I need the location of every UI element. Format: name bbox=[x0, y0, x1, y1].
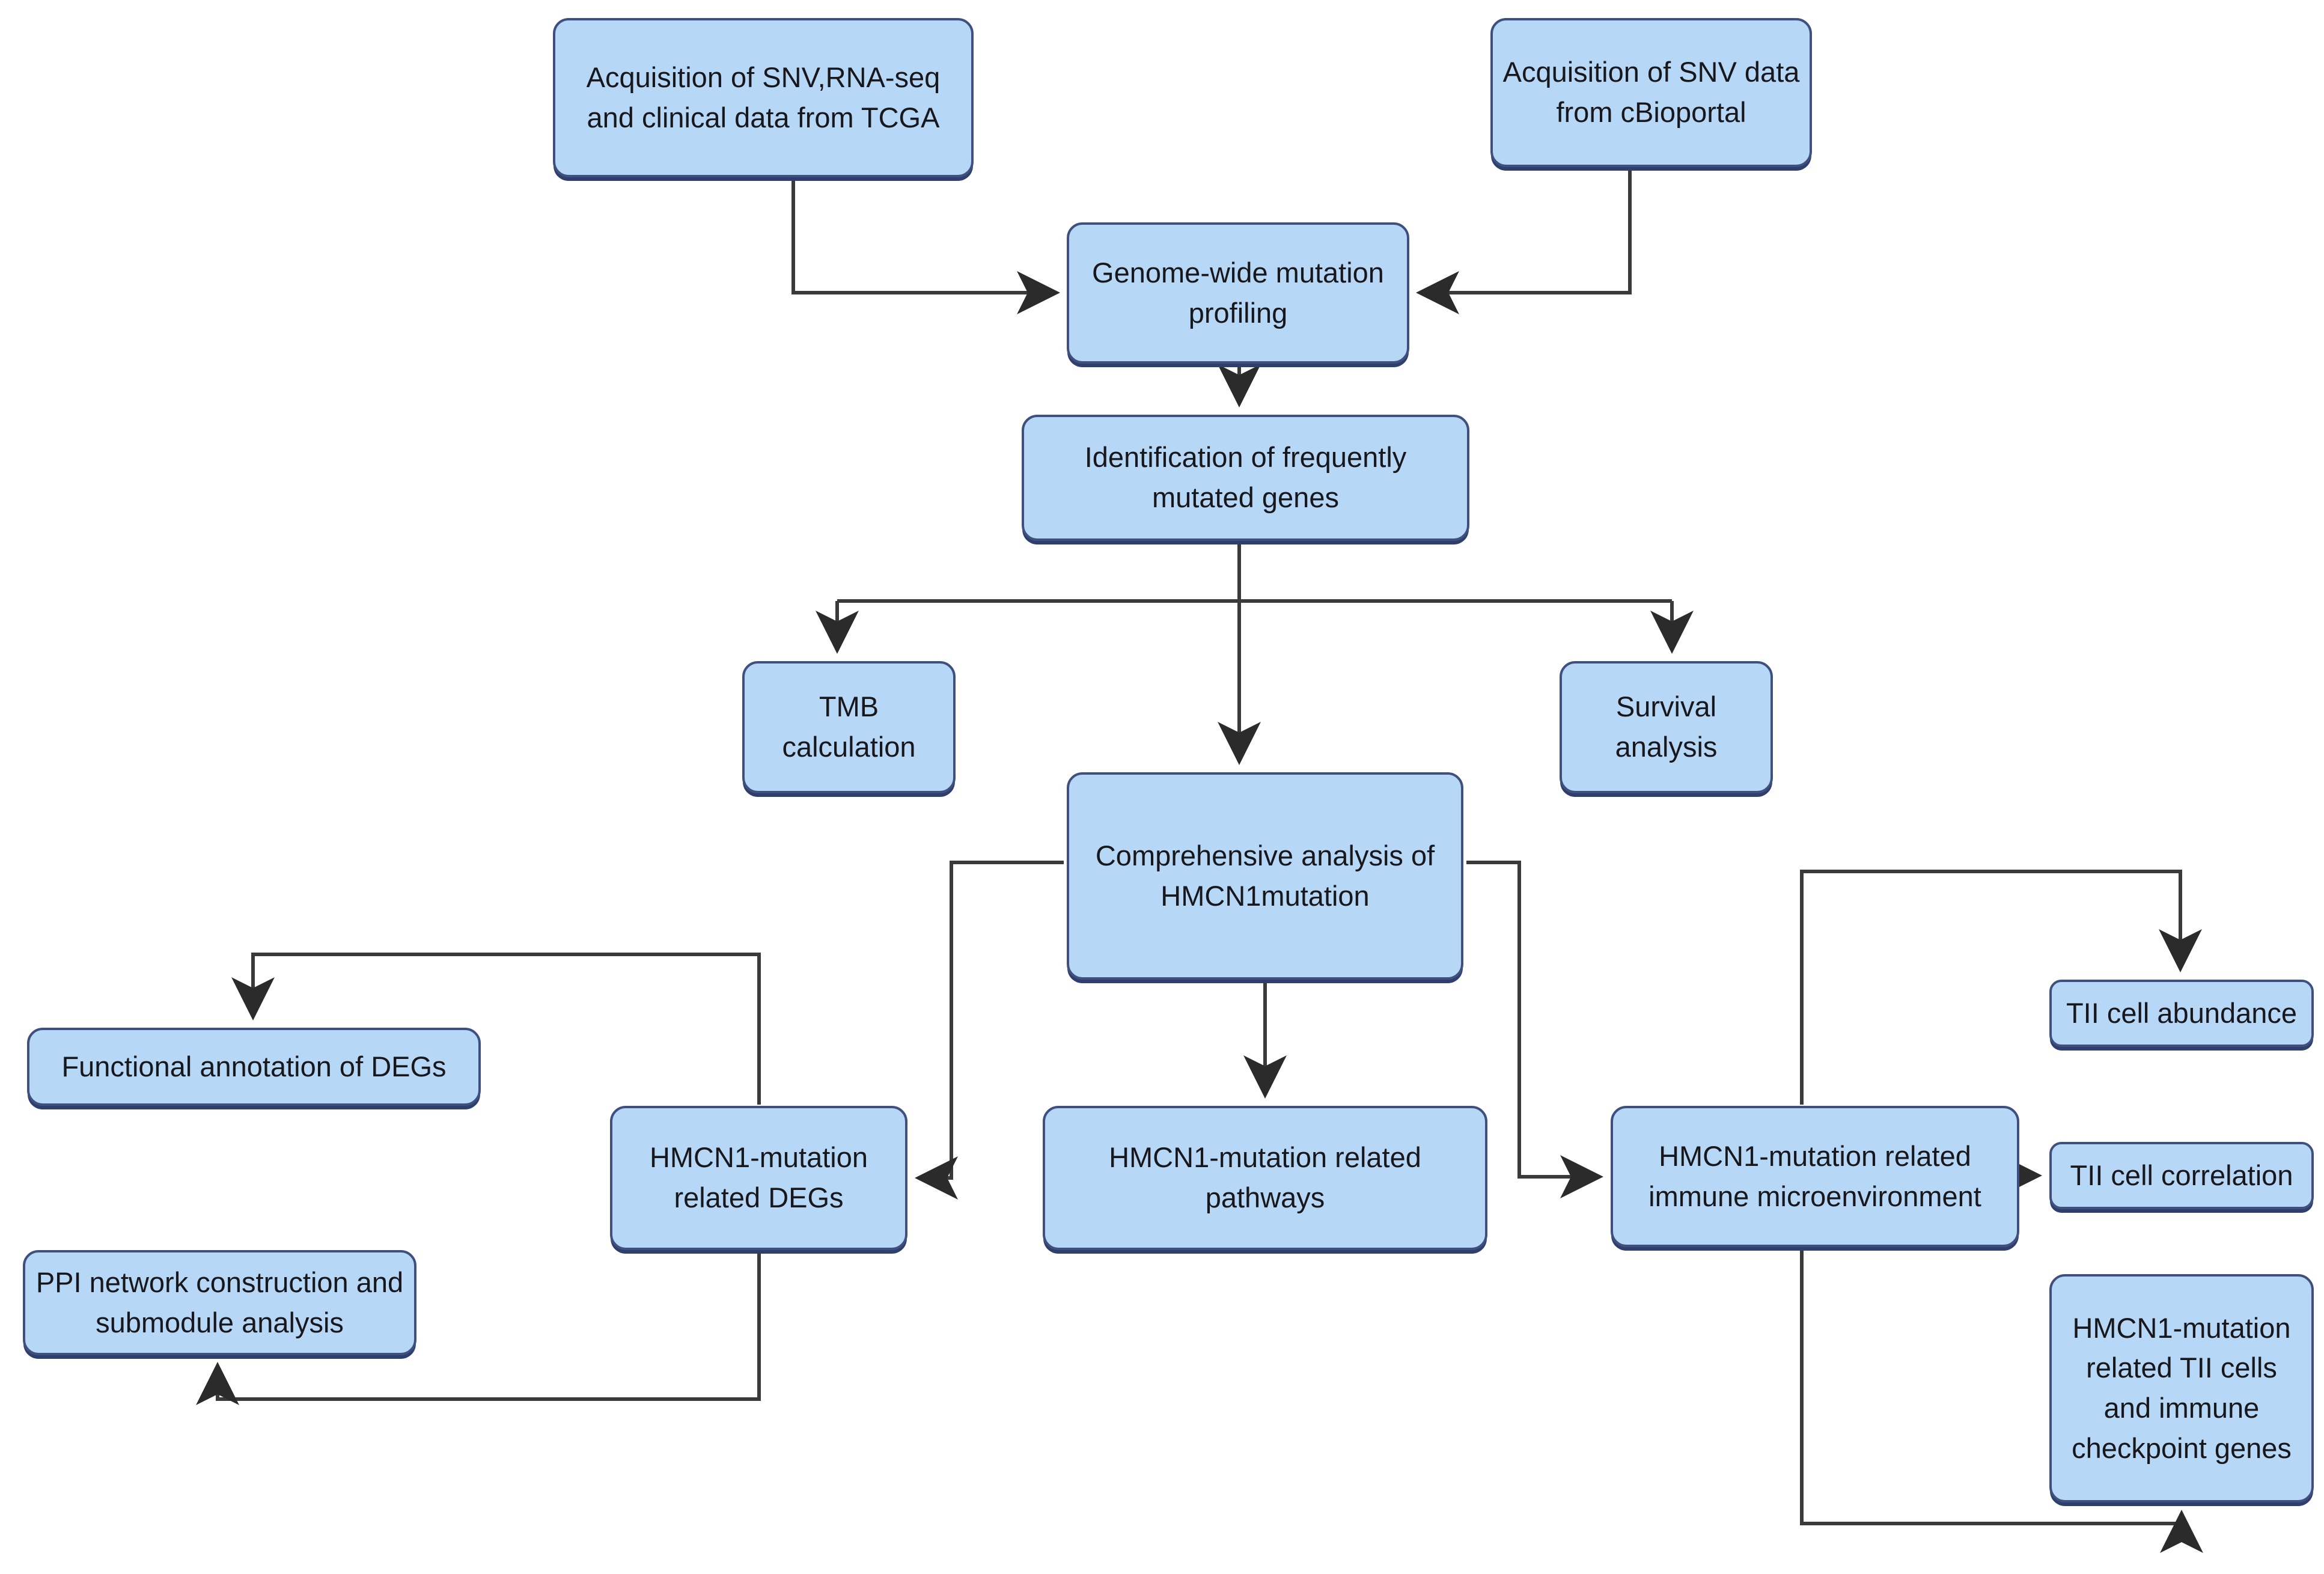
node-label: Functional annotation of DEGs bbox=[61, 1050, 447, 1082]
node-identification-frequently-mutated-genes[interactable]: Identification of frequently mutated gen… bbox=[1022, 415, 1469, 541]
node-functional-annotation-degs[interactable]: Functional annotation of DEGs bbox=[27, 1028, 481, 1106]
node-hmcn1-mutation-related-tii-cells-checkpoint-genes[interactable]: HMCN1-mutation related TII cells and imm… bbox=[2049, 1274, 2314, 1502]
edge-degs-to-funcannot bbox=[231, 953, 761, 1105]
edge-tcga-to-profiling bbox=[791, 178, 1060, 314]
node-label: Survival analysis bbox=[1615, 691, 1718, 763]
node-genome-wide-mutation-profiling[interactable]: Genome-wide mutation profiling bbox=[1067, 222, 1409, 364]
node-label: Comprehensive analysis of HMCN1mutation bbox=[1095, 839, 1435, 912]
node-survival-analysis[interactable]: Survival analysis bbox=[1560, 661, 1773, 793]
node-label: Identification of frequently mutated gen… bbox=[1084, 441, 1407, 513]
node-label: HMCN1-mutation related TII cells and imm… bbox=[2072, 1311, 2292, 1464]
node-label: Acquisition of SNV data from cBioportal bbox=[1502, 56, 1800, 128]
node-label: PPI network construction and submodule a… bbox=[35, 1266, 404, 1338]
edge-immune-to-checkpoint bbox=[1800, 1249, 2203, 1553]
node-hmcn1-mutation-related-pathways[interactable]: HMCN1-mutation related pathways bbox=[1043, 1106, 1487, 1250]
node-label: TII cell abundance bbox=[2066, 996, 2298, 1029]
node-comprehensive-analysis-hmcn1-mutation[interactable]: Comprehensive analysis of HMCN1mutation bbox=[1067, 772, 1463, 980]
node-ppi-network-construction[interactable]: PPI network construction and submodule a… bbox=[23, 1250, 416, 1355]
edge-degs-to-ppi bbox=[196, 1251, 761, 1405]
edge-cbioportal-to-profiling bbox=[1416, 168, 1632, 314]
edge-comprehensive-to-immune bbox=[1466, 861, 1603, 1198]
node-tii-cell-correlation[interactable]: TII cell correlation bbox=[2049, 1142, 2314, 1209]
node-label: TII cell correlation bbox=[2070, 1159, 2293, 1191]
node-label: Acquisition of SNV,RNA-seq and clinical … bbox=[586, 61, 941, 133]
node-hmcn1-mutation-related-degs[interactable]: HMCN1-mutation related DEGs bbox=[610, 1106, 907, 1250]
node-tmb-calculation[interactable]: TMB calculation bbox=[742, 661, 956, 793]
node-acquisition-tcga[interactable]: Acquisition of SNV,RNA-seq and clinical … bbox=[553, 18, 974, 177]
node-label: HMCN1-mutation related DEGs bbox=[649, 1141, 868, 1213]
node-tii-cell-abundance[interactable]: TII cell abundance bbox=[2049, 980, 2314, 1047]
node-label: HMCN1-mutation related pathways bbox=[1109, 1141, 1421, 1213]
node-label: Genome-wide mutation profiling bbox=[1092, 256, 1384, 329]
node-label: TMB calculation bbox=[782, 691, 916, 763]
node-label: HMCN1-mutation related immune microenvir… bbox=[1648, 1139, 1981, 1212]
edge-immune-to-abundance bbox=[1800, 870, 2202, 1105]
node-hmcn1-mutation-related-immune-microenvironment[interactable]: HMCN1-mutation related immune microenvir… bbox=[1611, 1106, 2019, 1247]
node-acquisition-cbioportal[interactable]: Acquisition of SNV data from cBioportal bbox=[1490, 18, 1812, 167]
edge-comprehensive-to-degs bbox=[915, 861, 1064, 1200]
